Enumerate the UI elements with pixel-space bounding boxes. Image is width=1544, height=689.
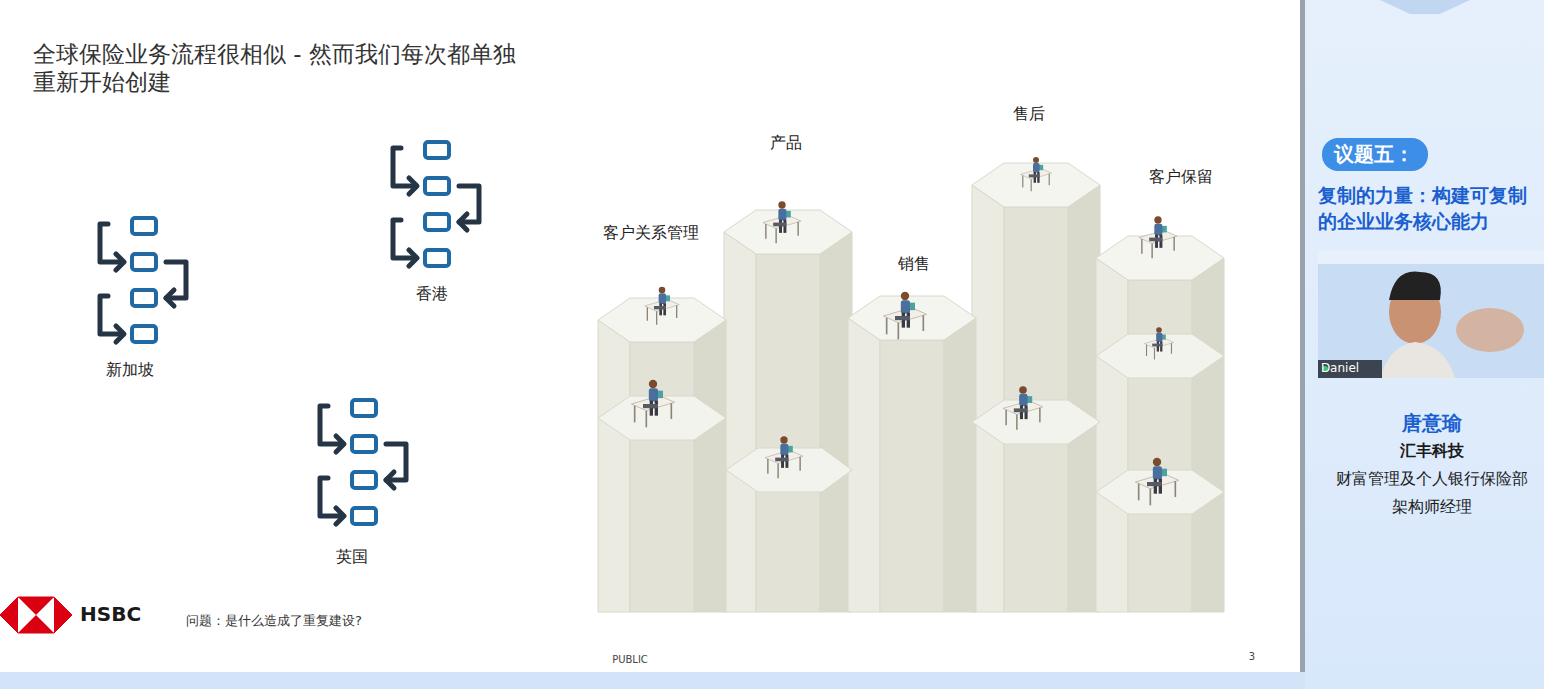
session-title: 复制的力量：构建可复制的企业业务核心能力 <box>1318 182 1533 234</box>
panel-divider <box>1300 0 1305 689</box>
speaker-tag: Daniel <box>1321 361 1359 377</box>
logo-text: HSBC <box>80 601 141 627</box>
job-title: 架构师经理 <box>1392 497 1472 518</box>
company: 汇丰科技 <box>1400 441 1464 462</box>
slide-title: 全球保险业务流程很相似 - 然而我们每次都单独重新开始创建 <box>33 40 528 96</box>
speaker-name: 唐意瑜 <box>1402 410 1462 436</box>
stage-label: 产品 <box>770 133 802 154</box>
page-number: 3 <box>1249 650 1255 663</box>
classification: PUBLIC <box>612 653 648 666</box>
stage-label: 售后 <box>1013 104 1045 125</box>
question-note: 问题：是什么造成了重复建设? <box>186 613 362 630</box>
pill-text: 议题五： <box>1334 142 1416 166</box>
region-label: 香港 <box>416 284 448 305</box>
stage-label: 销售 <box>898 254 930 275</box>
topic-pill: 议题五： <box>1322 138 1428 171</box>
stage-label: 客户关系管理 <box>603 223 699 244</box>
stage-label: 客户保留 <box>1149 167 1213 188</box>
region-label: 新加坡 <box>106 360 154 381</box>
region-label: 英国 <box>336 547 368 568</box>
bottom-strip <box>0 672 1305 689</box>
department: 财富管理及个人银行保险部 <box>1336 469 1528 490</box>
